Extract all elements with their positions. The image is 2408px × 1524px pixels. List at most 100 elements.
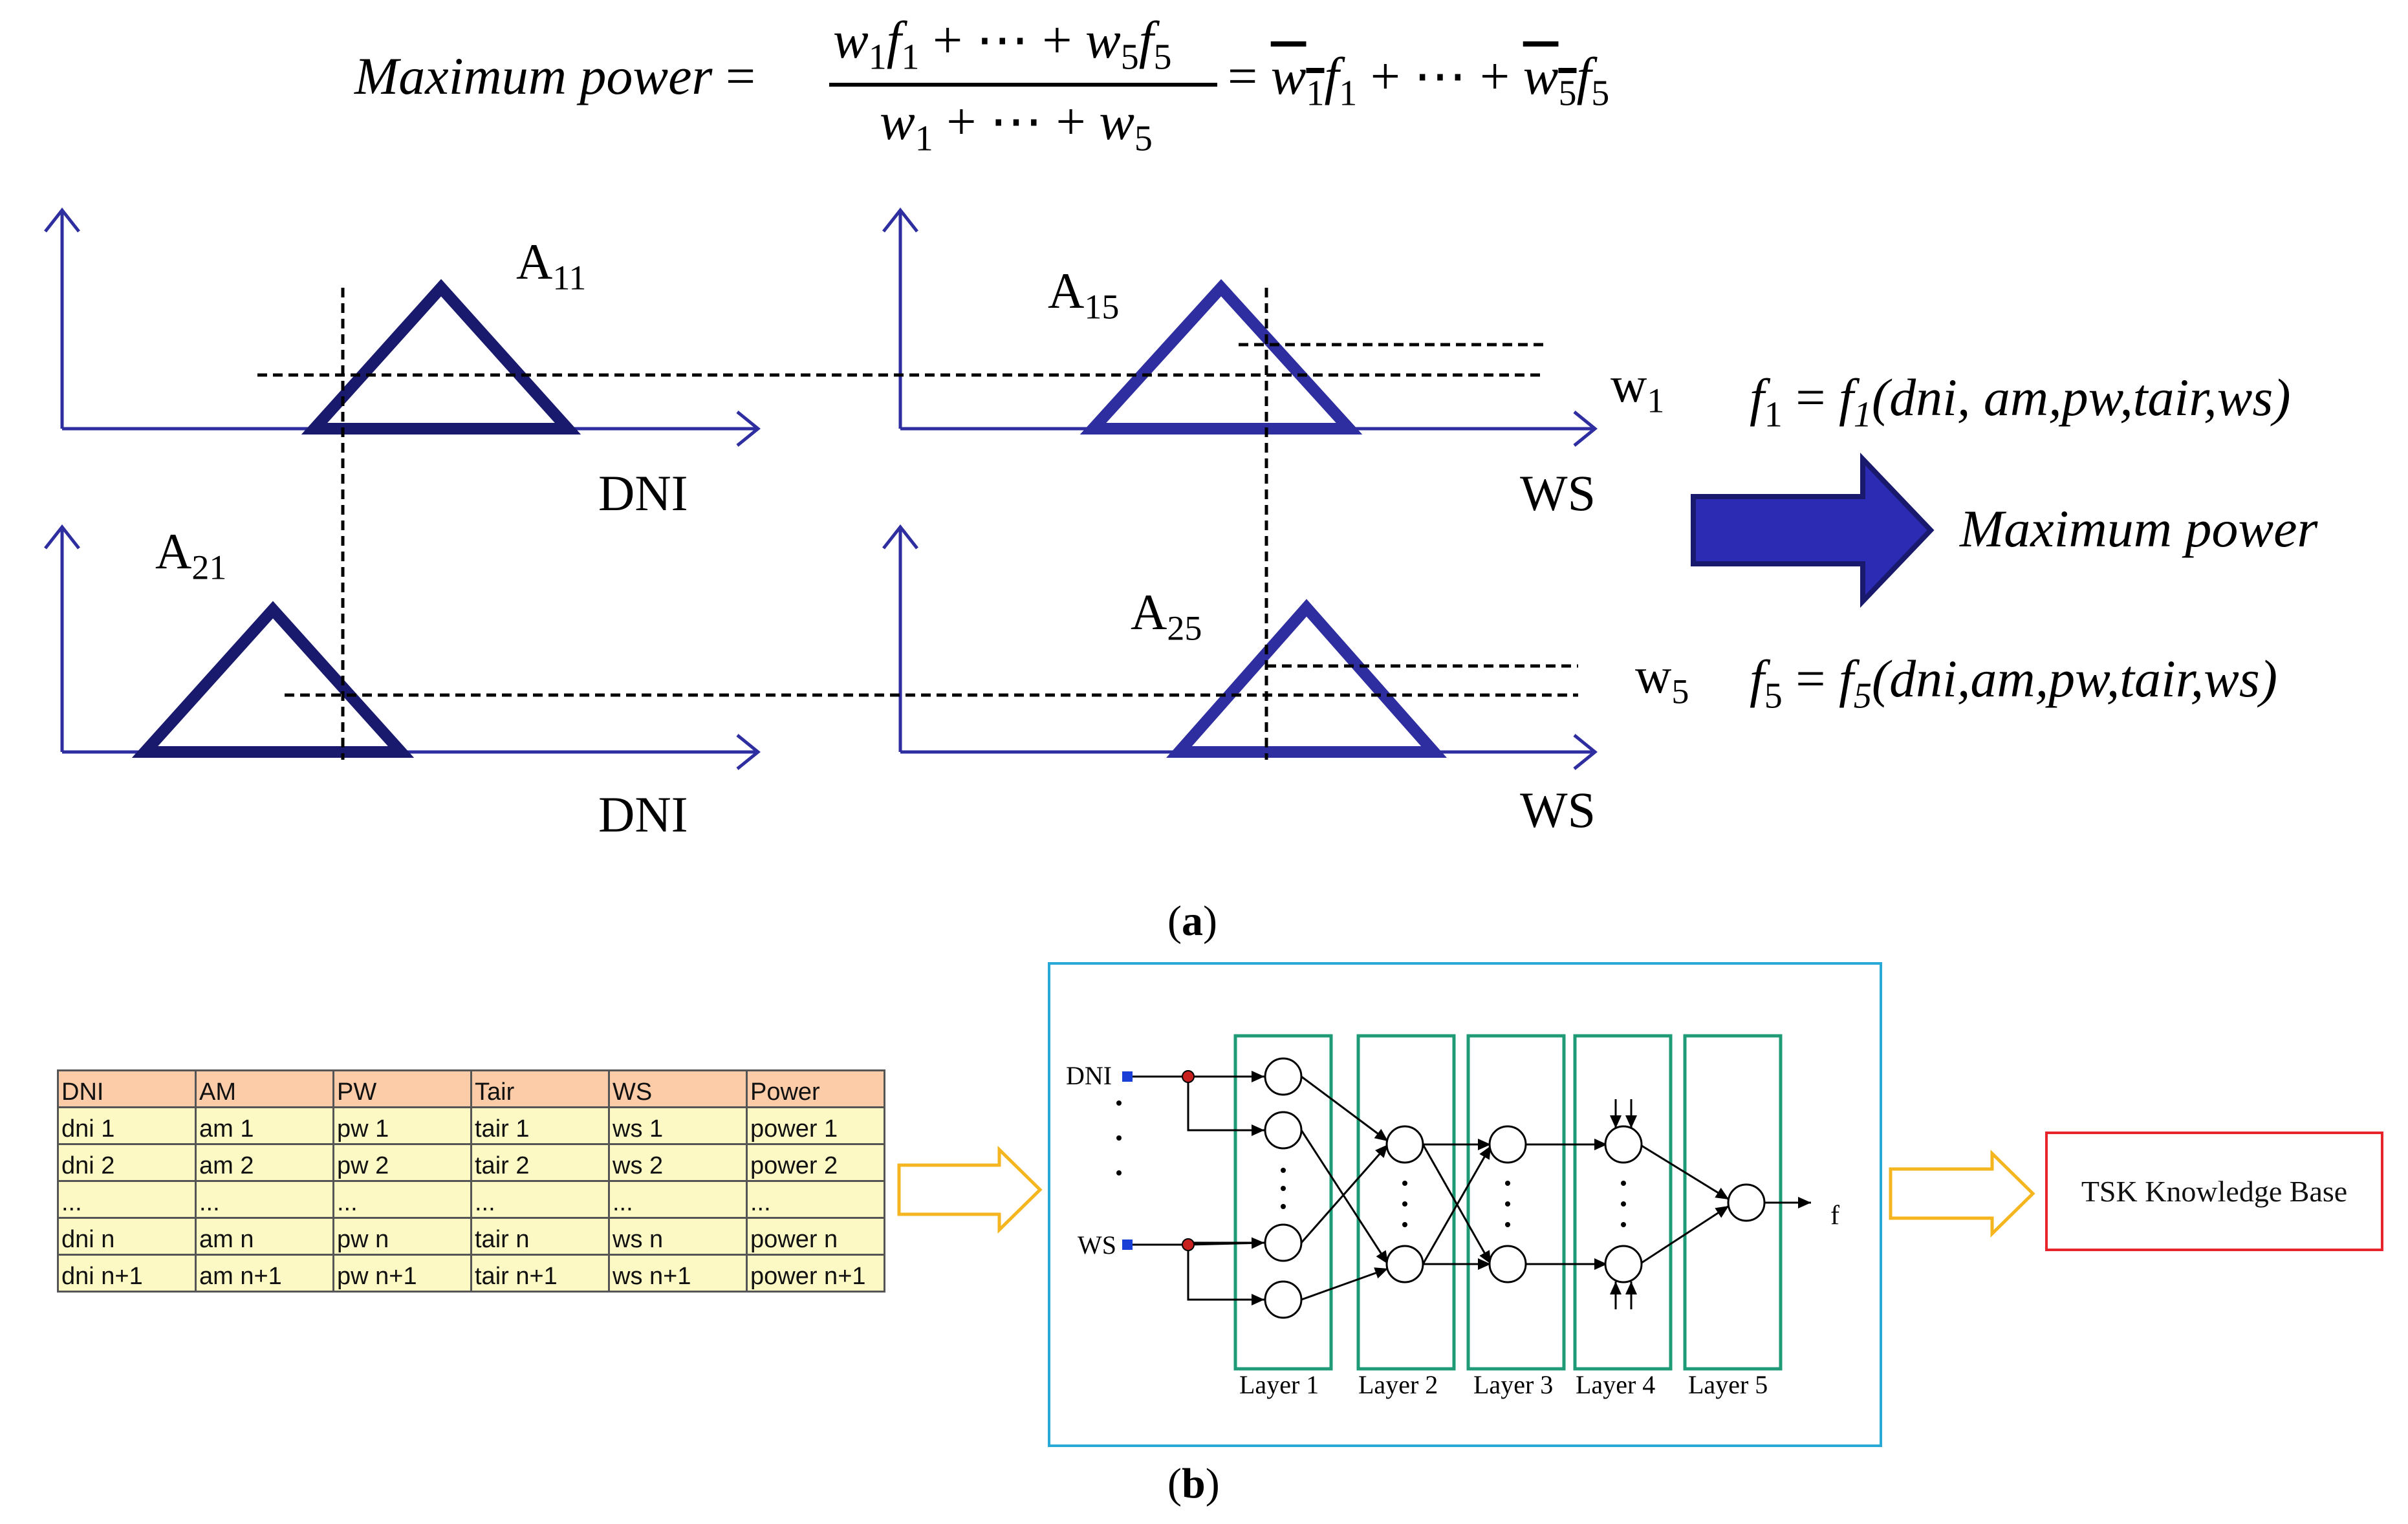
formula-lhs: Maximum power = [354, 44, 755, 109]
mf-label-sub: 21 [191, 548, 227, 587]
junction-dot [1182, 1070, 1195, 1083]
table-cell: ws 1 [608, 1106, 748, 1145]
network-input-dni: DNI [1066, 1061, 1112, 1090]
num-f5: f [1138, 10, 1154, 69]
layer-5-label: Layer 5 [1688, 1370, 1768, 1399]
weight-sub: 5 [1671, 672, 1689, 711]
rule-eq: = [1782, 368, 1839, 427]
table-header-cell: Power [746, 1069, 885, 1108]
num-w1-sub: 1 [868, 37, 887, 78]
mf-label-sub: 15 [1084, 287, 1120, 327]
axis-label-dni: DNI [598, 465, 688, 521]
rhs-w5-bar: w5 [1523, 47, 1577, 113]
rhs-f1: f [1324, 47, 1340, 105]
table-to-network-arrow [897, 1146, 1043, 1234]
den-w5-sub: 5 [1134, 118, 1153, 159]
table-cell: dni n [57, 1217, 197, 1256]
table-cell: am 2 [195, 1143, 334, 1182]
num-w5-sub: 5 [1120, 37, 1139, 78]
num-f5-sub: 5 [1153, 37, 1172, 78]
layer-1-label: Layer 1 [1239, 1370, 1319, 1399]
table-cell: pw n+1 [332, 1254, 472, 1293]
num-w1: w [833, 10, 869, 69]
table-header-cell: WS [608, 1069, 748, 1108]
layer1-node [1264, 1057, 1303, 1096]
network-frame [1048, 962, 1882, 1447]
table-cell: ... [746, 1180, 885, 1219]
caption-paren: ) [1202, 897, 1217, 945]
axis-label-ws: WS [1520, 782, 1596, 838]
num-w5: w [1085, 10, 1121, 69]
rule-f-sub: 1 [1764, 394, 1783, 435]
rule-output-f5: f5 = f5(dni,am,pw,tair,ws) [1750, 647, 2277, 728]
rule-f-sub: 5 [1764, 676, 1783, 716]
formula-numerator: w1f1 + ⋯ + w5f5 [833, 8, 1172, 89]
rhs-f1-sub: 1 [1339, 73, 1358, 114]
layer4-node [1604, 1125, 1643, 1164]
table-cell: power 2 [746, 1143, 885, 1182]
mf-plot-ws-rule1 [882, 207, 1598, 447]
table-cell: ... [57, 1180, 197, 1219]
table-header-cell: Tair [470, 1069, 610, 1108]
table-cell: pw n [332, 1217, 472, 1256]
num-f1-sub: 1 [901, 37, 920, 78]
table-cell: ... [195, 1180, 334, 1219]
tsk-knowledge-base-box: TSK Knowledge Base [2045, 1132, 2383, 1251]
table-cell: ... [608, 1180, 748, 1219]
caption-letter: a [1181, 897, 1203, 945]
network-to-kb-arrow [1889, 1150, 2035, 1238]
layer-2-box [1356, 1034, 1456, 1371]
rule-g: f [1839, 649, 1854, 708]
layer2-node [1385, 1125, 1424, 1164]
anfis-network [1116, 1034, 1811, 1371]
layer3-node [1488, 1245, 1527, 1283]
caption-b: (b) [1167, 1458, 1220, 1510]
layer-3-box [1466, 1034, 1566, 1371]
table-row: ... ... ... ... ... ... [57, 1180, 885, 1219]
mf-plot-ws-rule5 [882, 524, 1598, 770]
rhs-w1-sub: 1 [1306, 73, 1325, 114]
layer4-node [1604, 1245, 1643, 1283]
y-axis [44, 207, 80, 429]
rule-g-sub: 5 [1853, 676, 1872, 716]
table-row: dni n am n pw n tair n ws n power n [57, 1217, 885, 1256]
network-input-ws: WS [1078, 1230, 1116, 1260]
table-cell: ... [470, 1180, 610, 1219]
layer-2-label: Layer 2 [1358, 1370, 1438, 1399]
table-cell: dni 2 [57, 1143, 197, 1182]
caption-paren: ) [1205, 1460, 1220, 1507]
table-cell: ... [332, 1180, 472, 1219]
rule-f: f [1750, 649, 1764, 708]
triangle-membership-a21 [131, 601, 415, 758]
den-w1: w [880, 92, 915, 151]
axis-label-dni: DNI [598, 786, 688, 842]
axis-label-ws: WS [1520, 465, 1596, 521]
table-cell: power n+1 [746, 1254, 885, 1293]
rhs-dots: + ⋯ + [1370, 47, 1510, 105]
table-row: dni n+1 am n+1 pw n+1 tair n+1 ws n+1 po… [57, 1254, 885, 1293]
table-header-cell: DNI [57, 1069, 197, 1108]
junction-dot [1182, 1238, 1195, 1251]
table-cell: ws n+1 [608, 1254, 748, 1293]
table-cell: pw 2 [332, 1143, 472, 1182]
layer-4-box [1573, 1034, 1673, 1371]
table-cell: tair 2 [470, 1143, 610, 1182]
table-cell: am 1 [195, 1106, 334, 1145]
result-label: Maximum power [1960, 499, 2318, 558]
weight-sub: 1 [1647, 381, 1665, 420]
caption-letter: b [1181, 1460, 1206, 1507]
rule-args: (dni, am,pw,tair,ws) [1871, 368, 2291, 427]
weight-w5: w5 [1635, 647, 1689, 721]
caption-paren: ( [1167, 897, 1182, 945]
formula-equals-2: = [1228, 47, 1258, 105]
table-cell: tair n+1 [470, 1254, 610, 1293]
mf-plot-dni-rule5 [44, 524, 761, 770]
y-axis [882, 207, 918, 429]
table-cell: dni n+1 [57, 1254, 197, 1293]
mf-label-sub: 11 [552, 258, 587, 297]
num-f1: f [886, 10, 902, 69]
den-w5: w [1099, 92, 1134, 151]
table-cell: power n [746, 1217, 885, 1256]
table-cell: dni 1 [57, 1106, 197, 1145]
